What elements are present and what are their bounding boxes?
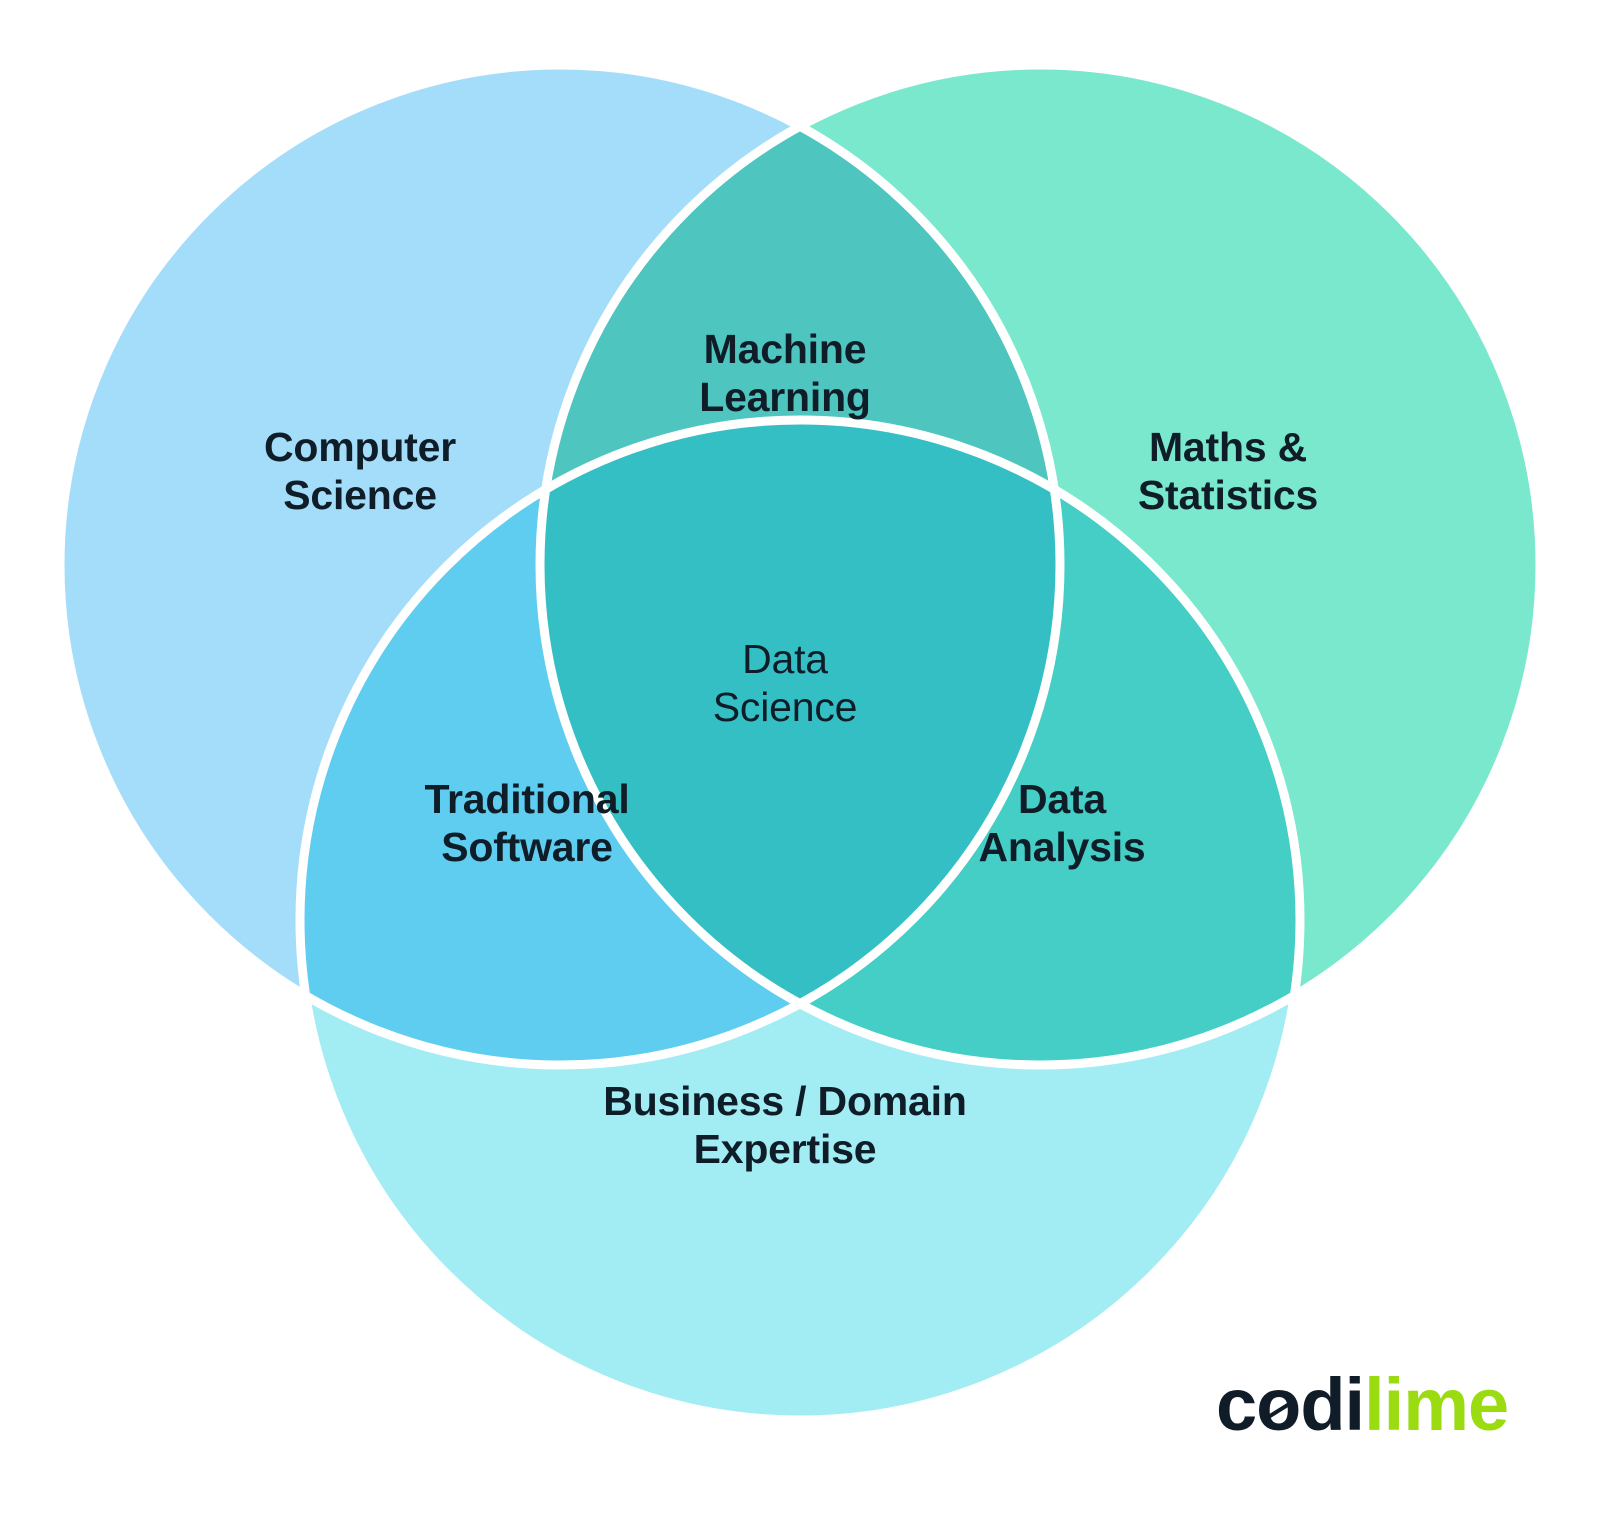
logo-text-di: di	[1300, 1363, 1365, 1446]
circle-outlines	[55, 60, 1545, 1425]
logo-text-o: o	[1256, 1363, 1301, 1446]
logo-text-lime: lime	[1364, 1363, 1509, 1446]
logo-text-c: c	[1216, 1363, 1257, 1446]
logo-slashed-o-icon: o	[1256, 1368, 1301, 1442]
